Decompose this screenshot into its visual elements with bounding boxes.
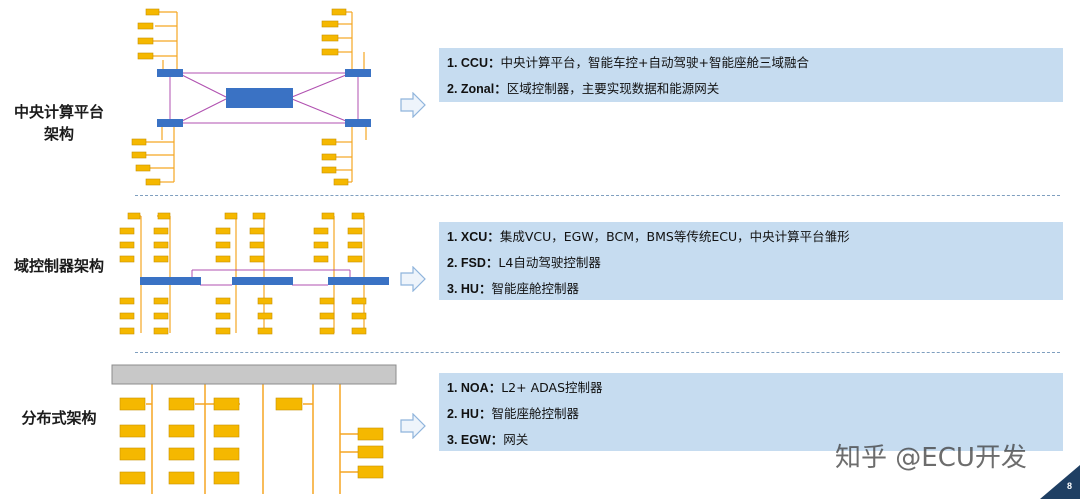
section-label-domain: 域控制器架构 xyxy=(13,257,104,275)
info-line: 2. HU：智能座舱控制器 xyxy=(447,406,579,421)
arrow-right-icon xyxy=(400,92,426,118)
watermark: 知乎 @ECU开发 xyxy=(835,443,1027,473)
info-line: 3. EGW：网关 xyxy=(447,432,529,447)
section-divider xyxy=(135,352,1060,353)
central-ecus xyxy=(131,8,349,186)
info-panel-distributed: 1. NOA：L2+ ADAS控制器 2. HU：智能座舱控制器 3. EGW：… xyxy=(439,373,1063,451)
info-line: 2. Zonal：区域控制器，主要实现数据和能源网关 xyxy=(447,81,720,96)
domain-buses xyxy=(140,277,389,285)
info-panel-central: 1. CCU：中央计算平台，智能车控+自动驾驶+智能座舱三域融合 2. Zona… xyxy=(439,48,1063,102)
domain-ecus xyxy=(119,212,367,335)
architecture-diagrams xyxy=(111,8,397,494)
central-links xyxy=(169,72,359,124)
info-panel-domain: 1. XCU：集成VCU，EGW，BCM，BMS等传统ECU，中央计算平台雏形 … xyxy=(439,222,1063,300)
info-line: 1. XCU：集成VCU，EGW，BCM，BMS等传统ECU，中央计算平台雏形 xyxy=(447,229,850,244)
section-divider xyxy=(135,195,1060,196)
page-corner xyxy=(1040,465,1080,499)
central-buses xyxy=(157,69,371,127)
arrow-right-icon xyxy=(400,266,426,292)
distributed-ecus xyxy=(119,397,384,485)
arrow-right-icon xyxy=(400,413,426,439)
page-number: 8 xyxy=(1066,481,1072,491)
section-label-central-line1: 中央计算平台 xyxy=(13,103,104,121)
info-line: 1. NOA：L2+ ADAS控制器 xyxy=(447,380,603,395)
section-label-central-line2: 架构 xyxy=(43,125,74,143)
info-line: 2. FSD：L4自动驾驶控制器 xyxy=(447,255,601,270)
section-label-central: 中央计算平台 架构 xyxy=(0,101,118,145)
domain-links xyxy=(191,269,351,286)
info-line: 3. HU：智能座舱控制器 xyxy=(447,281,579,296)
distributed-architecture-diagram xyxy=(146,384,358,494)
section-label-distributed: 分布式架构 xyxy=(21,409,97,427)
info-line: 1. CCU：中央计算平台，智能车控+自动驾驶+智能座舱三域融合 xyxy=(447,55,809,70)
distributed-bus xyxy=(111,364,397,385)
